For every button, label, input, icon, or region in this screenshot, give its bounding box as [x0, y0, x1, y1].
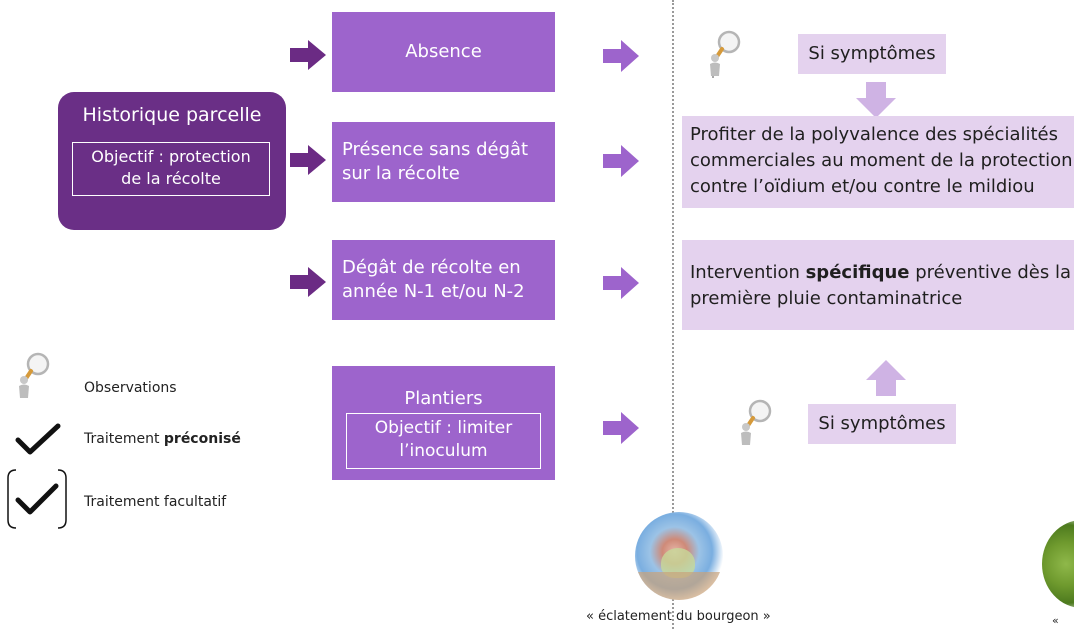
case-degat-label: Dégât de récolte en année N-1 et/ou N-2 — [342, 257, 525, 302]
grape-cluster-photo — [1042, 520, 1074, 608]
arrow-right-icon — [290, 145, 326, 175]
case-degat: Dégât de récolte en année N-1 et/ou N-2 — [332, 240, 555, 320]
intervention-prefix: Intervention — [690, 262, 806, 283]
case-presence: Présence sans dégât sur la récolte — [332, 122, 555, 202]
si-symptomes-top-label: Si symptômes — [808, 43, 936, 64]
legend-observations: Observations — [84, 380, 177, 396]
case-plantiers: Plantiers Objectif : limiter l’inoculum — [332, 366, 555, 480]
history-objective: Objectif : protection de la récolte — [72, 142, 270, 196]
bracketed-checkmark-icon — [7, 469, 67, 529]
si-symptomes-bottom: Si symptômes — [808, 404, 956, 444]
case-absence-label: Absence — [405, 41, 482, 62]
magnifier-observer-icon — [710, 30, 741, 78]
case-absence: Absence — [332, 12, 555, 92]
arrow-down-icon — [856, 82, 896, 118]
intervention-bold: spécifique — [805, 262, 910, 283]
intervention-suffix: préventive dès la première pluie contami… — [690, 262, 1071, 309]
separator-line — [672, 0, 674, 629]
arrow-right-icon — [603, 40, 639, 72]
second-stage-label: « — [1052, 614, 1059, 627]
history-box: Historique parcelle Objectif : protectio… — [58, 92, 286, 230]
action-profiter: Profiter de la polyvalence des spécialit… — [682, 116, 1074, 208]
magnifier-observer-icon — [19, 352, 50, 398]
legend-traitement: Traitement préconisé — [84, 431, 241, 447]
magnifier-observer-icon — [741, 399, 772, 445]
history-title: Historique parcelle — [82, 104, 262, 126]
bourgeon-photo — [635, 512, 723, 600]
si-symptomes-top: Si symptômes — [798, 34, 946, 74]
legend-traitement-bold: préconisé — [163, 431, 241, 447]
plantiers-title: Plantiers — [404, 388, 483, 409]
arrow-right-icon — [290, 40, 326, 70]
action-intervention: Intervention spécifique préventive dès l… — [682, 240, 1074, 330]
arrow-right-icon — [290, 267, 326, 297]
legend-traitement-prefix: Traitement — [84, 431, 164, 447]
arrow-right-icon — [603, 267, 639, 299]
action-profiter-text: Profiter de la polyvalence des spécialit… — [690, 124, 1073, 197]
checkmark-icon — [15, 423, 61, 455]
plantiers-objective: Objectif : limiter l’inoculum — [346, 413, 541, 469]
arrow-right-icon — [603, 145, 639, 177]
arrow-right-icon — [603, 412, 639, 444]
bourgeon-label: « éclatement du bourgeon » — [586, 609, 771, 624]
arrow-up-icon — [866, 360, 906, 396]
case-presence-label: Présence sans dégât sur la récolte — [342, 139, 529, 184]
si-symptomes-bottom-label: Si symptômes — [818, 413, 946, 434]
legend-facultatif: Traitement facultatif — [84, 494, 227, 510]
